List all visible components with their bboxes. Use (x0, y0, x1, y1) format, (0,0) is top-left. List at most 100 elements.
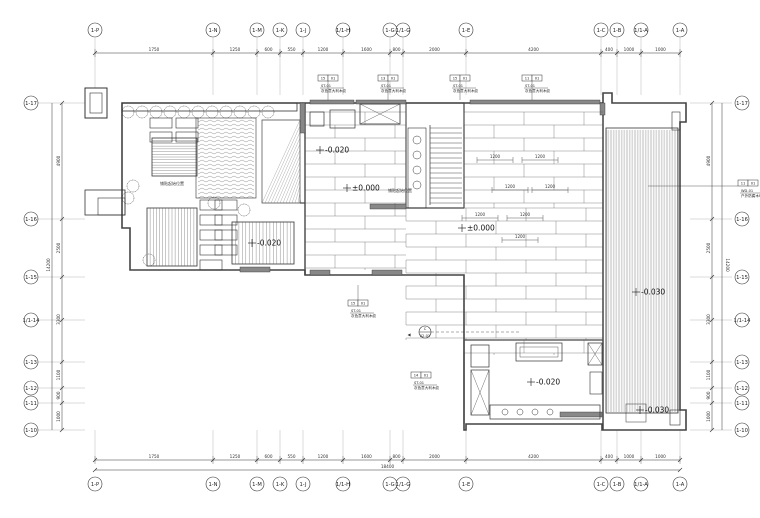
herringbone (201, 167, 207, 171)
axis-label-top: 1-J (300, 28, 307, 34)
herringbone (197, 171, 203, 175)
ramp-hatch (282, 161, 301, 204)
herringbone (229, 147, 235, 151)
tag-desc: 灰色意大利木纹 (453, 88, 479, 93)
herringbone (213, 131, 219, 135)
herringbone (205, 119, 211, 123)
axis-label-left: 1-15 (25, 275, 37, 281)
dimension-total: 18400 (381, 464, 395, 469)
herringbone (245, 187, 251, 191)
herringbone (217, 179, 223, 183)
herringbone (205, 163, 211, 167)
herringbone (201, 127, 207, 131)
tree-canopy (126, 179, 140, 193)
herringbone (241, 139, 247, 143)
kitchen-island (515, 342, 563, 362)
herringbone (233, 151, 239, 155)
section-arrow: ◀ (407, 332, 411, 337)
dimension-tick (59, 100, 65, 106)
tile-dim-label: 1200 (535, 154, 546, 159)
herringbone (201, 195, 207, 199)
herringbone (221, 119, 227, 123)
herringbone (213, 191, 219, 195)
ramp-hatch (264, 125, 301, 204)
herringbone (245, 171, 251, 175)
dimension-tick (709, 385, 715, 391)
wall-fill (599, 102, 606, 116)
dimension-tick (59, 385, 65, 391)
herringbone (205, 151, 211, 155)
dimension-tick (709, 216, 715, 222)
herringbone (221, 139, 227, 143)
herringbone (201, 187, 207, 191)
herringbone (241, 155, 247, 159)
tree-canopy (121, 105, 135, 119)
ramp-hatch (261, 119, 301, 204)
herringbone (245, 175, 251, 179)
herringbone (249, 191, 255, 195)
herringbone (225, 135, 231, 139)
herringbone (225, 143, 231, 147)
dimension-label: 4200 (528, 47, 539, 52)
tag-code: ST-01 (453, 84, 463, 88)
dimension-label: 1000 (655, 454, 666, 459)
tree-canopy (247, 105, 261, 119)
herringbone (213, 143, 219, 147)
herringbone (205, 187, 211, 191)
herringbone (241, 183, 247, 187)
tree-canopy (142, 253, 156, 267)
herringbone (229, 155, 235, 159)
axis-label-bottom: 1-K (276, 482, 285, 488)
herringbone (213, 163, 219, 167)
herringbone (225, 179, 231, 183)
herringbone (241, 123, 247, 127)
tree-canopy (191, 105, 205, 119)
dimension-tick (709, 100, 715, 106)
herringbone (217, 191, 223, 195)
herringbone (229, 151, 235, 155)
herringbone (197, 151, 203, 155)
herringbone (217, 139, 223, 143)
herringbone (221, 187, 227, 191)
herringbone (197, 131, 203, 135)
tag-desc: 灰色意大利木纹 (351, 313, 377, 318)
dimension-tick (59, 216, 65, 222)
ramp-hatch (285, 167, 301, 204)
herringbone (221, 127, 227, 131)
tag-desc: 户外防腐木地板 (741, 193, 760, 198)
tag-box (327, 74, 339, 82)
axis-bubble (458, 476, 474, 492)
axis-label-left: 1-11 (25, 401, 37, 407)
herringbone (205, 139, 211, 143)
dimension-tick (709, 400, 715, 406)
herringbone (221, 147, 227, 151)
herringbone (205, 143, 211, 147)
herringbone (233, 139, 239, 143)
herringbone (213, 119, 219, 123)
herringbone (249, 127, 255, 131)
tag-number: 15 (453, 77, 458, 81)
axis-bubble (395, 476, 411, 492)
dimension-label: 900 (706, 391, 711, 399)
herringbone (209, 155, 215, 159)
herringbone (225, 155, 231, 159)
herringbone (217, 155, 223, 159)
dimension-label: 1600 (361, 454, 372, 459)
herringbone (241, 151, 247, 155)
herringbone (245, 179, 251, 183)
herringbone (197, 139, 203, 143)
axis-bubble (335, 22, 351, 38)
herringbone (233, 191, 239, 195)
herringbone (209, 183, 215, 187)
herringbone (245, 135, 251, 139)
annotations: -0.020±0.000±0.000-0.030-0.020-0.020-0.0… (160, 74, 760, 415)
stepping-stone (175, 131, 199, 143)
tag-box (747, 179, 759, 187)
herringbone (229, 123, 235, 127)
herringbone (217, 167, 223, 171)
herringbone (217, 135, 223, 139)
dimension-tick (59, 317, 65, 323)
axis-label-left: 1/1-14 (23, 318, 41, 324)
dimension-label: 2000 (429, 47, 440, 52)
herringbone (233, 167, 239, 171)
